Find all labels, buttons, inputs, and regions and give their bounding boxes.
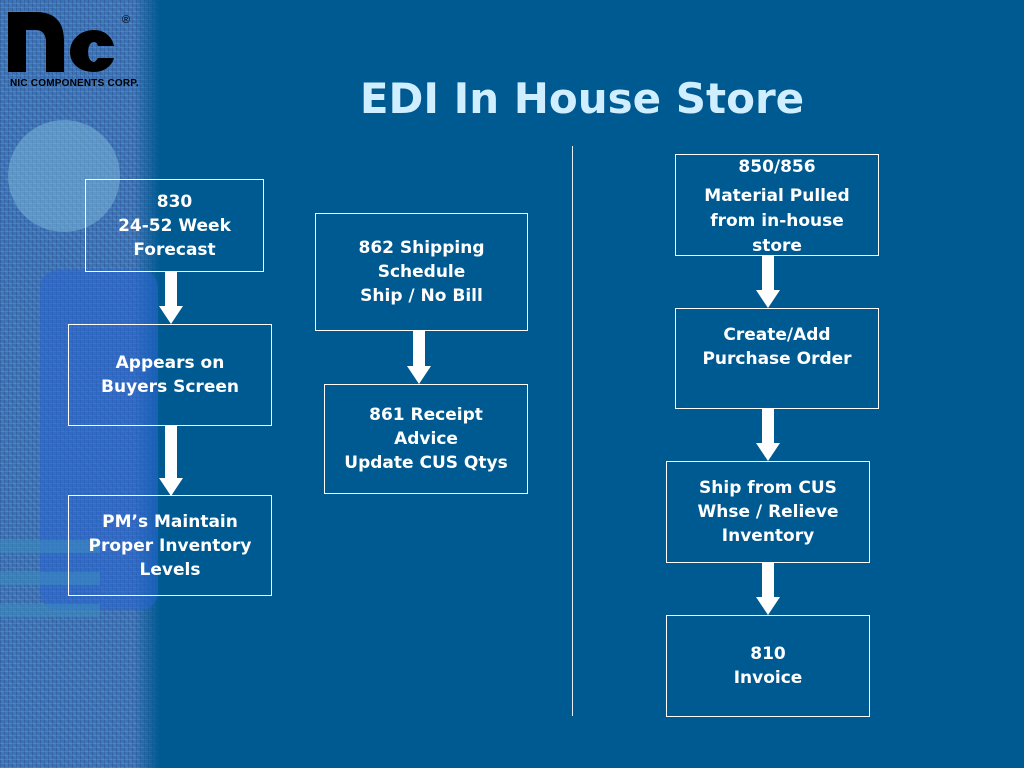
- box-line: store: [752, 236, 802, 256]
- arrow-down-icon: [756, 409, 780, 461]
- decorative-stripe: [0, 572, 100, 585]
- box-line: Buyers Screen: [101, 377, 239, 397]
- arrow-down-icon: [159, 272, 183, 324]
- box-line: Advice: [394, 429, 458, 449]
- box-line: Ship / No Bill: [360, 286, 483, 306]
- box-line: 830: [156, 191, 193, 212]
- nc-logo-mark-icon: [8, 12, 114, 72]
- box-line: 850/856: [738, 157, 816, 177]
- box-line: 861 Receipt: [369, 405, 483, 425]
- flow-box-ship-from-cus: Ship from CUS Whse / Relieve Inventory: [666, 461, 870, 563]
- arrow-down-icon: [407, 331, 431, 384]
- box-line: Appears on: [115, 353, 225, 373]
- flow-box-830-forecast: 830 24-52 Week Forecast: [85, 179, 264, 272]
- column-divider: [572, 146, 573, 716]
- box-line: Inventory: [721, 526, 815, 546]
- decorative-stripe: [0, 604, 100, 617]
- arrow-down-icon: [159, 426, 183, 496]
- box-line: Levels: [139, 559, 201, 580]
- box-line: Schedule: [377, 262, 466, 282]
- flow-box-create-purchase-order: Create/Add Purchase Order: [675, 308, 879, 409]
- box-line: Forecast: [133, 239, 216, 260]
- box-line: 24-52 Week: [118, 215, 231, 236]
- box-line: Invoice: [733, 668, 803, 688]
- company-logo: ® NIC COMPONENTS CORP.: [6, 6, 166, 90]
- flow-box-810-invoice: 810 Invoice: [666, 615, 870, 717]
- arrow-down-icon: [756, 256, 780, 308]
- arrow-down-icon: [756, 563, 780, 615]
- box-line: Material Pulled: [704, 186, 850, 206]
- box-line: Whse / Relieve: [697, 502, 839, 522]
- decorative-circle: [8, 120, 120, 232]
- company-name-tagline: NIC COMPONENTS CORP.: [10, 78, 139, 89]
- box-line: Proper Inventory: [88, 535, 252, 556]
- box-line: 810: [750, 644, 786, 664]
- flow-box-862-shipping: 862 Shipping Schedule Ship / No Bill: [315, 213, 528, 331]
- flow-box-buyers-screen: Appears on Buyers Screen: [68, 324, 272, 426]
- box-line: PM’s Maintain: [102, 511, 238, 532]
- box-line: Update CUS Qtys: [344, 453, 508, 473]
- flow-box-861-receipt: 861 Receipt Advice Update CUS Qtys: [324, 384, 528, 494]
- registered-mark: ®: [122, 14, 131, 26]
- box-line: Purchase Order: [702, 349, 852, 369]
- box-line: Create/Add: [723, 325, 831, 345]
- flow-box-850-856-material-pulled: 850/856 Material Pulled from in-house st…: [675, 154, 879, 256]
- flow-box-maintain-inventory: PM’s Maintain Proper Inventory Levels: [68, 495, 272, 596]
- box-line: from in-house: [710, 211, 844, 231]
- page-title: EDI In House Store: [359, 74, 805, 123]
- decorative-rounded-rect: [40, 270, 158, 610]
- box-line: Ship from CUS: [699, 478, 837, 498]
- decorative-stripe: [0, 540, 100, 553]
- box-line: 862 Shipping: [358, 238, 485, 258]
